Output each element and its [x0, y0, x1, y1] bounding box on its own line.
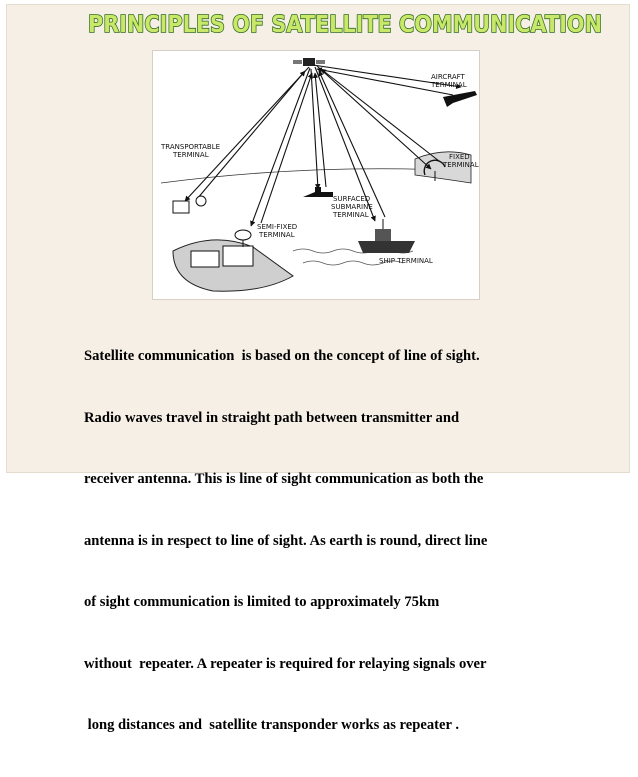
- body-line: Radio waves travel in straight path betw…: [84, 409, 460, 426]
- satellite-diagram: AIRCRAFT TERMINAL TRANSPORTABLE TERMINAL…: [152, 50, 480, 300]
- body-line: Satellite communication is based on the …: [84, 348, 480, 364]
- label-transportable: TRANSPORTABLE TERMINAL: [160, 143, 222, 159]
- body-line: long distances and satellite transponder…: [84, 717, 459, 733]
- body-line: of sight communication is limited to app…: [84, 594, 440, 610]
- ship-icon: [358, 219, 415, 253]
- fixed-terminal-icon: [423, 159, 446, 181]
- semi-fixed-terminal-icon: [190, 229, 254, 268]
- label-ship: SHIP TERMINAL: [379, 257, 433, 265]
- body-line: receiver antenna. This is line of sight …: [84, 471, 484, 487]
- transportable-terminal-icon: [172, 195, 207, 214]
- slide-title: PRINCIPLES OF SATELLITE COMMUNICATION: [88, 8, 608, 38]
- label-semifixed: SEMI-FIXED TERMINAL: [257, 223, 299, 239]
- label-submarine: SURFACED SUBMARINE TERMINAL: [331, 195, 375, 219]
- label-fixed: FIXED TERMINAL: [442, 153, 479, 169]
- aircraft-icon: [443, 91, 477, 107]
- body-line: without repeater. A repeater is required…: [84, 655, 487, 672]
- label-aircraft: AIRCRAFT TERMINAL: [430, 73, 467, 89]
- submarine-icon: [303, 187, 333, 197]
- body-line: antenna is in respect to line of sight. …: [84, 532, 488, 549]
- slide-title-text: PRINCIPLES OF SATELLITE COMMUNICATION: [88, 12, 602, 38]
- slide: PRINCIPLES OF SATELLITE COMMUNICATION: [6, 4, 630, 733]
- satellite-icon: [293, 58, 325, 66]
- island-fixed: [414, 151, 472, 184]
- body-paragraph: Satellite communication is based on the …: [84, 305, 624, 777]
